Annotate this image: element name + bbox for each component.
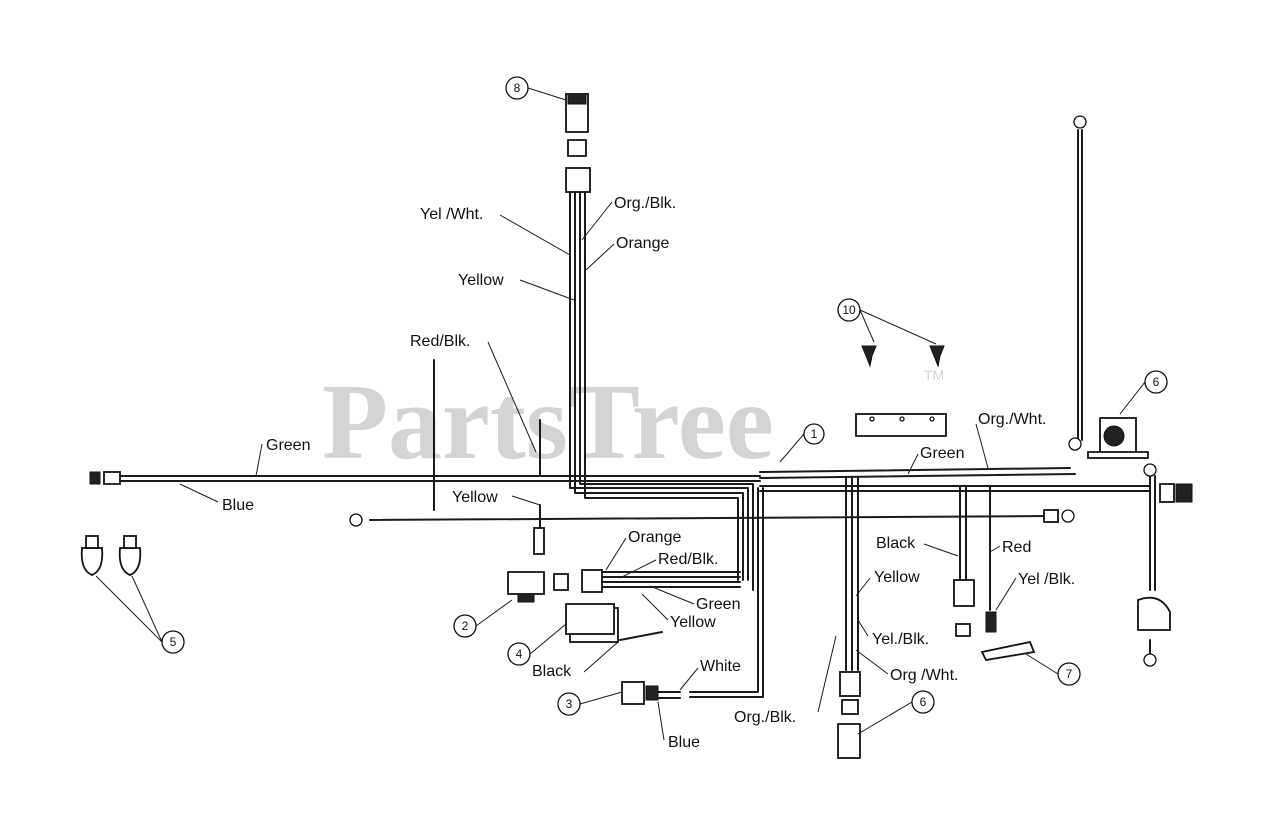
left-connector — [89, 471, 121, 485]
part-5-bulbs — [80, 535, 142, 576]
svg-text:4: 4 — [516, 647, 523, 661]
callout-leaders — [95, 87, 1146, 735]
callout-7: 7 — [1057, 662, 1081, 686]
svg-text:6: 6 — [920, 695, 927, 709]
svg-text:10: 10 — [842, 303, 856, 317]
svg-text:2: 2 — [462, 619, 469, 633]
label-yellow-low: Yellow — [670, 614, 716, 631]
main-harness — [117, 129, 1156, 699]
callout-6-bottom: 6 — [911, 690, 935, 714]
label-org-wht-top: Org./Wht. — [978, 411, 1046, 428]
label-orange-mid: Orange — [628, 529, 681, 546]
watermark-trademark: TM — [924, 367, 944, 383]
callout-10: 10 — [837, 298, 861, 322]
callout-5: 5 — [161, 630, 185, 654]
watermark: PartsTree — [322, 363, 774, 482]
label-blue-left: Blue — [222, 497, 254, 514]
part-3-switch — [621, 681, 659, 705]
bracket-plate — [855, 413, 947, 437]
label-black-right: Black — [876, 535, 916, 552]
label-green-right: Green — [920, 445, 964, 462]
label-black-left: Black — [532, 663, 572, 680]
label-yellow-top: Yellow — [458, 272, 504, 289]
part-4-module — [565, 603, 619, 643]
part-10-clips — [861, 345, 945, 368]
callout-1: 1 — [803, 423, 825, 445]
label-yel-blk-dot: Yel./Blk. — [872, 631, 929, 648]
svg-text:7: 7 — [1066, 667, 1073, 681]
svg-text:1: 1 — [811, 427, 818, 441]
label-yel-blk: Yel /Blk. — [1018, 571, 1075, 588]
label-red: Red — [1002, 539, 1031, 556]
right-lower-component — [1137, 463, 1171, 667]
label-org-blk-bottom: Org./Blk. — [734, 709, 796, 726]
callout-2: 2 — [453, 614, 477, 638]
label-orange-top: Orange — [616, 235, 669, 252]
callout-3: 3 — [557, 692, 581, 716]
label-yellow-mid: Yellow — [452, 489, 498, 506]
part-7-pedal — [980, 640, 1036, 661]
svg-text:3: 3 — [566, 697, 573, 711]
wire-labels: Yel /Wht. Org./Blk. Orange Yellow Red/Bl… — [222, 195, 1075, 751]
part-6-bottom-connector — [837, 671, 861, 759]
svg-text:8: 8 — [514, 81, 521, 95]
black-red-connectors — [953, 579, 997, 637]
label-yel-wht: Yel /Wht. — [420, 206, 483, 223]
label-org-blk-top: Org./Blk. — [614, 195, 676, 212]
label-red-blk-mid: Red/Blk. — [658, 551, 718, 568]
part-2-switch — [507, 527, 603, 603]
svg-text:5: 5 — [170, 635, 177, 649]
label-leaders — [179, 201, 1017, 741]
top-right-eyelet — [1068, 115, 1087, 451]
part-8-connector — [565, 93, 591, 193]
label-org-wht-bottom: Org /Wht. — [890, 667, 958, 684]
label-white: White — [700, 658, 741, 675]
label-green-left: Green — [266, 437, 310, 454]
svg-text:6: 6 — [1153, 375, 1160, 389]
part-6-top-component — [1087, 417, 1149, 459]
label-yellow-right: Yellow — [874, 569, 920, 586]
label-green-mid: Green — [696, 596, 740, 613]
callout-8: 8 — [505, 76, 529, 100]
ring-terminals — [349, 509, 1075, 527]
callout-4: 4 — [507, 642, 531, 666]
right-connector — [1159, 483, 1193, 503]
label-blue-bottom: Blue — [668, 734, 700, 751]
callout-6-top: 6 — [1144, 370, 1168, 394]
label-red-blk-top: Red/Blk. — [410, 333, 470, 350]
